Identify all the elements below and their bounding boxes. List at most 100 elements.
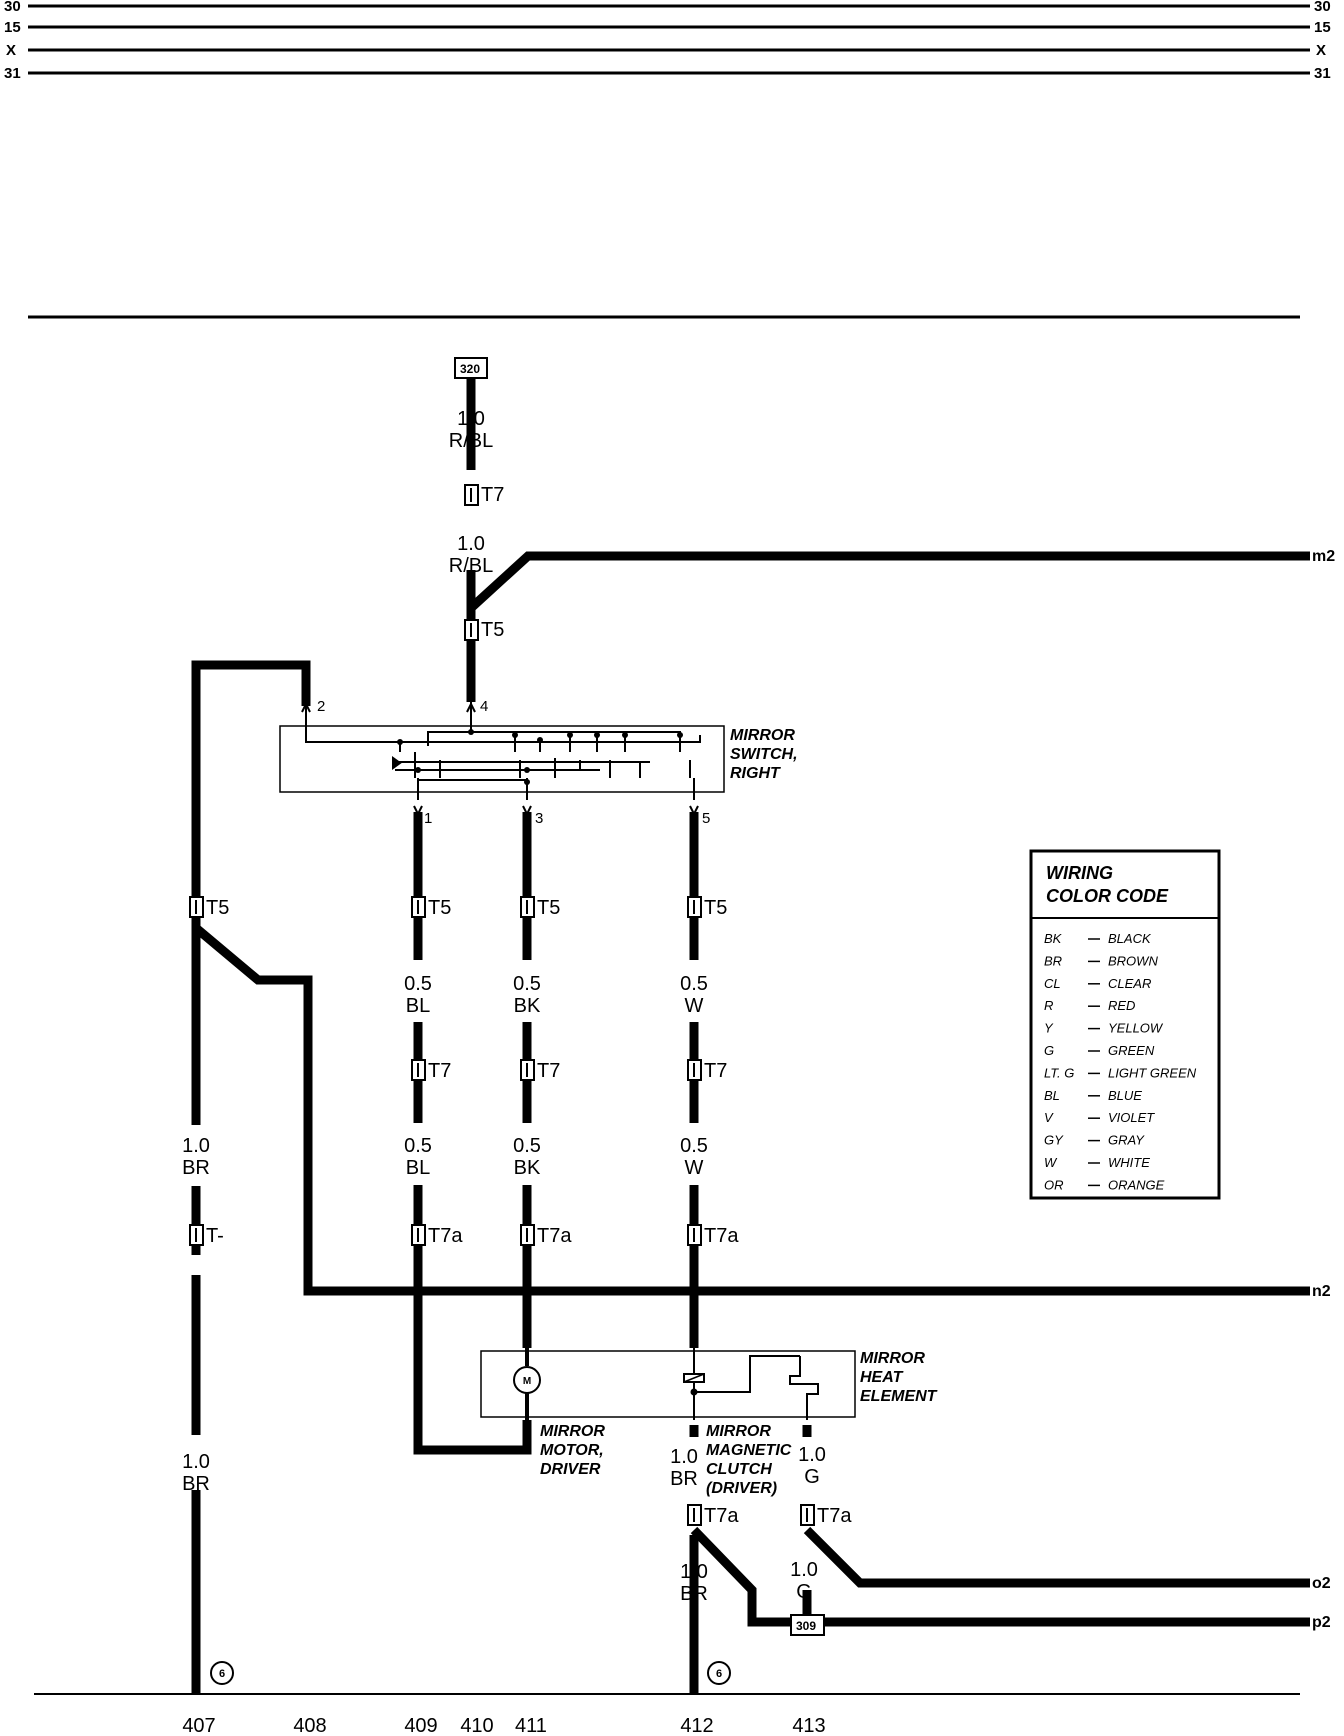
wire-gauge-bl-b: 0.5 (404, 1135, 432, 1157)
legend-entry-code: R (1044, 998, 1053, 1013)
magnetic-clutch[interactable] (683, 1348, 800, 1420)
connector-t7-a[interactable] (411, 1059, 426, 1081)
legend-entry-code: Y (1044, 1021, 1054, 1036)
wire-gauge-w-a: 0.5 (680, 973, 708, 995)
connector-t7a-b[interactable] (520, 1224, 535, 1246)
legend-entry-name: RED (1108, 998, 1135, 1013)
ground-mark-right[interactable]: 6 (707, 1661, 731, 1685)
connector-label-t7a-d: T7a (704, 1505, 739, 1527)
legend-entry-name: BLACK (1108, 931, 1152, 946)
motor-symbol: M (523, 1376, 531, 1387)
pin-label-1: 1 (424, 810, 432, 827)
wire-color-br-c: BR (670, 1468, 698, 1490)
legend-title-2: COLOR CODE (1046, 886, 1169, 906)
connector-label-t7a-c: T7a (704, 1225, 739, 1247)
column-number-411: 411 (515, 1715, 547, 1736)
wire-gauge-top-b: 1.0 (457, 533, 485, 555)
connector-t7a-d[interactable] (687, 1504, 702, 1526)
wire-gauge-br-d: 1.0 (680, 1561, 708, 1583)
wire-color-top-a: R/BL (449, 430, 493, 452)
connector-label-t7-top: T7 (481, 484, 504, 506)
wire-labels: 1.0 R/BL 1.0 R/BL 0.5 BL 0.5 BK 0.5 W 0.… (182, 408, 826, 1605)
connector-t5-left[interactable] (189, 896, 204, 918)
connector-label-t7-a: T7 (428, 1060, 451, 1082)
legend-entry-code: CL (1044, 976, 1061, 991)
legend-title-1: WIRING (1046, 863, 1113, 883)
mirror-assembly[interactable]: M MIRROR HEAT ELEMENT (480, 1348, 938, 1420)
ground-mark-left-text: 6 (219, 1668, 225, 1680)
legend-entry-name: LIGHT GREEN (1108, 1065, 1197, 1080)
pin-label-4: 4 (480, 698, 488, 715)
connector-t5-a[interactable] (411, 896, 426, 918)
connector-t7a-c[interactable] (687, 1224, 702, 1246)
clutch-label-4: (DRIVER) (706, 1480, 777, 1497)
connector-t7-top[interactable] (464, 484, 479, 506)
wire-n2[interactable] (193, 924, 1310, 1296)
motor-label-3: DRIVER (540, 1461, 601, 1478)
connector-t-left[interactable] (189, 1224, 204, 1246)
pin-arrow-5 (689, 805, 699, 817)
legend-entry-code: BL (1044, 1088, 1060, 1103)
edge-label-n2[interactable]: n2 (1312, 1283, 1331, 1300)
heat-element[interactable] (789, 1356, 819, 1420)
mirror-switch-label-2: SWITCH, (730, 746, 798, 763)
heat-element-label-2: HEAT (860, 1369, 904, 1386)
wire-m2[interactable] (467, 551, 1310, 612)
edge-label-m2[interactable]: m2 (1312, 548, 1335, 565)
legend-entry-name: CLEAR (1108, 976, 1151, 991)
connector-t5-top[interactable] (464, 619, 479, 641)
connector-t7-b[interactable] (520, 1059, 535, 1081)
connector-t5-b[interactable] (520, 896, 535, 918)
legend-entry-code: V (1044, 1110, 1054, 1125)
wire-gauge-top-a: 1.0 (457, 408, 485, 430)
wire-br-left-upper[interactable] (191, 660, 311, 1125)
wire-gauge-bk-a: 0.5 (513, 973, 541, 995)
wire-color-bl-b: BL (406, 1157, 430, 1179)
wire-color-br-d: BR (680, 1583, 708, 1605)
column-number-408: 408 (293, 1715, 326, 1736)
pin-arrow-2 (301, 701, 311, 713)
mirror-motor[interactable]: M (513, 1348, 541, 1420)
ref-box-309-text: 309 (796, 1619, 816, 1633)
heat-element-label-3: ELEMENT (860, 1388, 938, 1405)
mirror-switch-label-3: RIGHT (730, 765, 781, 782)
wire-color-bk-a: BK (514, 995, 541, 1017)
ref-box-320[interactable]: 320 (454, 357, 488, 379)
edge-label-o2[interactable]: o2 (1312, 1575, 1331, 1592)
ref-box-309[interactable]: 309 (790, 1614, 825, 1636)
connector-label-t7a-b: T7a (537, 1225, 572, 1247)
legend-entry-code: OR (1044, 1177, 1064, 1192)
bus-label-x-left: X (6, 42, 16, 59)
heat-element-label-1: MIRROR (860, 1350, 925, 1367)
edge-labels: m2 n2 o2 p2 (1312, 548, 1335, 1631)
legend-entry: CL CLEAR (1044, 976, 1151, 991)
column-numbers: 407 408 409 410 411 412 413 (182, 1715, 825, 1736)
connector-t5-c[interactable] (687, 896, 702, 918)
connector-t7-c[interactable] (687, 1059, 702, 1081)
edge-label-p2[interactable]: p2 (1312, 1614, 1331, 1631)
connector-label-t7a-e: T7a (817, 1505, 852, 1527)
legend-entry-code: BR (1044, 953, 1062, 968)
legend-entry-name: YELLOW (1108, 1021, 1164, 1036)
clutch-label-1: MIRROR (706, 1423, 771, 1440)
wire-bl-c[interactable] (413, 1185, 532, 1455)
legend-entry-code: GY (1044, 1133, 1064, 1148)
wire-gauge-g-b: 1.0 (790, 1559, 818, 1581)
wire-color-bk-b: BK (514, 1157, 541, 1179)
wire-gauge-bk-b: 0.5 (513, 1135, 541, 1157)
ground-mark-left[interactable]: 6 (210, 1661, 234, 1685)
wire-o2[interactable] (803, 1526, 1310, 1588)
connector-t7a-a[interactable] (411, 1224, 426, 1246)
mirror-switch-right[interactable]: MIRROR SWITCH, RIGHT (279, 702, 798, 800)
wire-color-g-a: G (804, 1466, 820, 1488)
wire-p2[interactable] (690, 1526, 1310, 1627)
wire-gauge-br-a: 1.0 (182, 1135, 210, 1157)
connector-t7a-e[interactable] (800, 1504, 815, 1526)
mirror-switch-junctions (397, 729, 683, 785)
column-number-413: 413 (792, 1715, 825, 1736)
bus-label-x-right: X (1316, 42, 1326, 59)
